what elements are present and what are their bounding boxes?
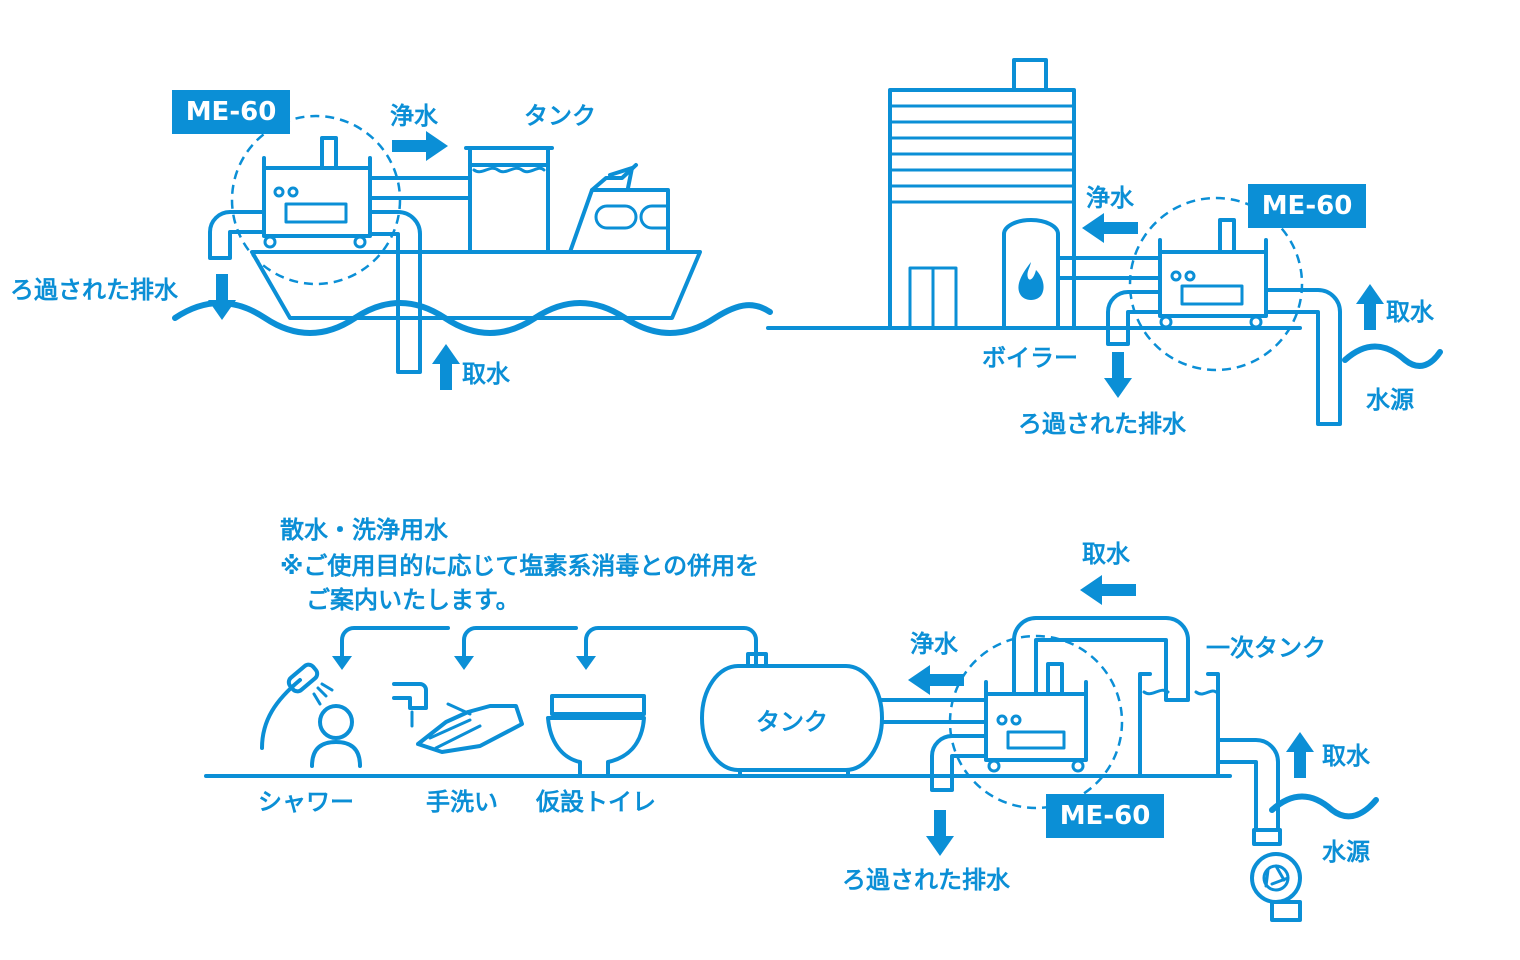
intake-arrow-top	[1080, 575, 1136, 605]
drain-arrow	[926, 810, 954, 856]
usage-title: 散水・洗浄用水	[280, 516, 448, 544]
water-source-label: 水源	[1322, 838, 1370, 866]
filtered-drain-label: ろ過された排水	[10, 276, 178, 304]
pump-icon	[1250, 828, 1302, 922]
building-icon	[888, 58, 1076, 330]
primary-tank-icon	[1138, 672, 1280, 832]
shower-label: シャワー	[258, 788, 354, 816]
hand-wash-label: 手洗い	[426, 788, 498, 816]
usage-note-line-2: ご案内いたします。	[306, 586, 520, 614]
filter-unit-icon	[1106, 218, 1342, 426]
flow-arrow-tank-to-toilet	[584, 626, 758, 666]
filter-unit-icon	[208, 136, 422, 374]
sea-waves	[172, 300, 773, 336]
unit-highlight-circle	[230, 114, 402, 286]
flame-icon	[1018, 262, 1044, 300]
usage-note-line-1: ※ご使用目的に応じて塩素系消毒との併用を	[280, 552, 760, 580]
intake-arrow	[1286, 732, 1314, 778]
clean-water-label: 浄水	[910, 630, 958, 658]
water-source-waves	[1269, 793, 1379, 820]
unit-highlight-circle	[948, 634, 1124, 810]
filter-unit-icon	[930, 616, 1190, 792]
unit-highlight-circle	[1128, 196, 1304, 372]
filtered-drain-label: ろ過された排水	[1018, 410, 1186, 438]
ship-icon	[250, 146, 702, 320]
shower-icon	[260, 662, 362, 768]
temp-toilet-label: 仮設トイレ	[536, 788, 656, 816]
model-badge: ME-60	[172, 90, 290, 134]
intake-label: 取水	[1386, 298, 1434, 326]
clean-water-label: 浄水	[1086, 184, 1134, 212]
intake-label: 取水	[1322, 742, 1370, 770]
tank-label: タンク	[756, 708, 828, 736]
water-source-waves	[1342, 343, 1443, 369]
primary-tank-label: 一次タンク	[1206, 634, 1326, 662]
boiler-label: ボイラー	[982, 344, 1078, 372]
drain-arrow	[1104, 352, 1132, 398]
model-badge: ME-60	[1248, 184, 1366, 228]
intake-arrow	[432, 344, 460, 390]
filtered-drain-label: ろ過された排水	[842, 866, 1010, 894]
clean-water-arrow	[392, 131, 448, 161]
intake-arrow	[1356, 284, 1384, 330]
site-scene	[204, 575, 1379, 922]
intake-top-label: 取水	[1082, 540, 1130, 568]
boiler-scene	[766, 58, 1443, 426]
toilet-icon	[546, 694, 646, 778]
ship-scene	[172, 114, 773, 390]
clean-water-arrow	[1082, 213, 1138, 243]
model-badge: ME-60	[1046, 794, 1164, 838]
boiler-icon	[1002, 218, 1162, 330]
clean-water-label: 浄水	[390, 102, 438, 130]
flow-arrow-toilet-to-handwash	[462, 626, 578, 662]
tank-label: タンク	[524, 102, 596, 130]
tank-icon	[700, 652, 988, 778]
water-source-label: 水源	[1366, 386, 1414, 414]
drain-arrow	[208, 274, 236, 320]
flow-arrow-handwash-to-shower	[340, 626, 450, 662]
hand-wash-icon	[392, 682, 524, 754]
intake-label: 取水	[462, 360, 510, 388]
